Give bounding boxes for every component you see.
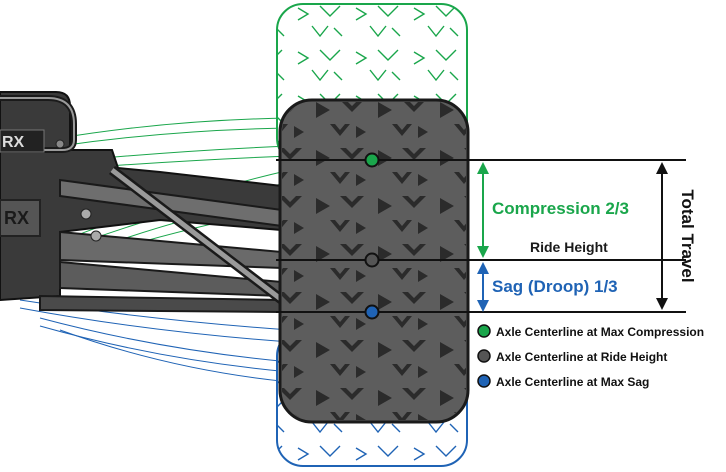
legend-dot-compression: [477, 324, 491, 338]
legend: Axle Centerline at Max Compression Axle …: [477, 324, 704, 389]
sag-arm-outline: [19, 299, 291, 383]
legend-item: Axle Centerline at Max Compression: [477, 324, 704, 339]
total-travel-label: Total Travel: [678, 189, 697, 282]
upper-logo-plate: [0, 129, 45, 153]
legend-label: Axle Centerline at Max Sag: [496, 375, 649, 389]
legend-label: Axle Centerline at Ride Height: [496, 350, 667, 364]
legend-dot-sag: [477, 374, 491, 388]
axle-marker-sag: [364, 304, 380, 320]
chassis-illustration: RX RX: [0, 91, 291, 383]
axle-marker-compression: [364, 152, 380, 168]
axle-marker-ride-height: [364, 252, 380, 268]
compression-label: Compression 2/3: [492, 199, 629, 218]
sag-label: Sag (Droop) 1/3: [492, 277, 618, 296]
ride-height-label: Ride Height: [530, 239, 608, 255]
legend-dot-ride-height: [477, 349, 491, 363]
lower-logo-plate: [0, 199, 41, 237]
pivot-bolt-icon: [80, 208, 92, 220]
bolt-icon: [55, 139, 65, 149]
sag-arrow: [477, 262, 489, 312]
upper-logo-text: RX: [2, 134, 25, 151]
axle-reference-lines: [276, 159, 686, 313]
lower-logo-text: RX: [4, 208, 29, 228]
legend-item: Axle Centerline at Max Sag: [477, 374, 649, 389]
legend-label: Axle Centerline at Max Compression: [496, 325, 704, 339]
legend-item: Axle Centerline at Ride Height: [477, 349, 667, 364]
pivot-bolt-icon: [90, 230, 102, 242]
compression-arrow: [477, 162, 489, 258]
total-travel-arrow: [656, 162, 668, 310]
